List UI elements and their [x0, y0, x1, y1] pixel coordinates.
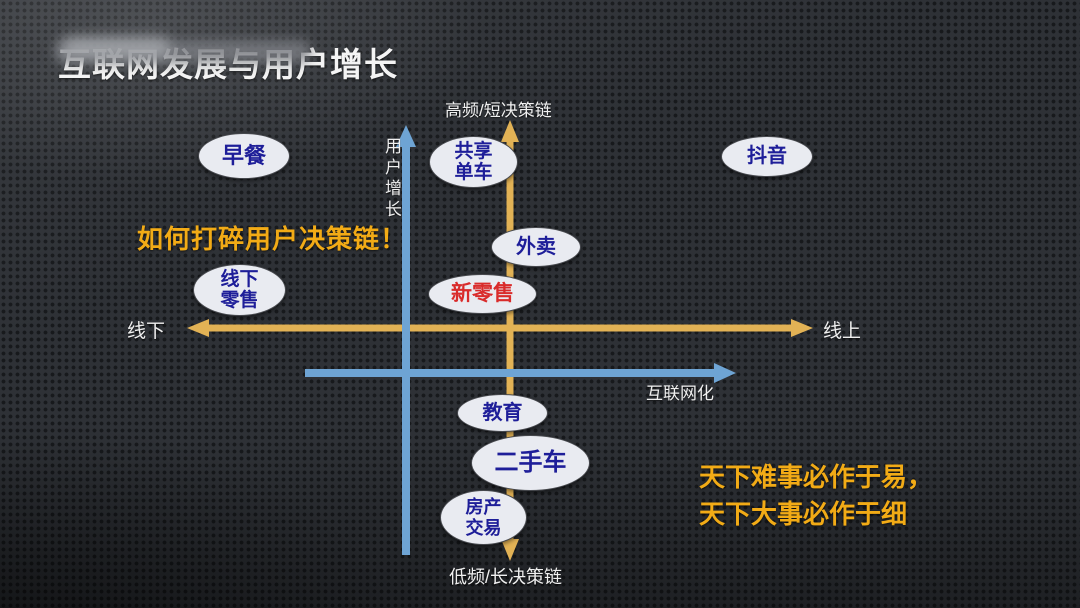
internetization-arrowhead: [714, 363, 736, 383]
vertical-axis-bottom-arrowhead: [501, 539, 519, 561]
annotation-quote-line2: 天下大事必作于细: [699, 499, 908, 529]
bubble-new-retail-label: 新零售: [451, 282, 514, 306]
bubble-douyin: 抖音: [721, 136, 813, 177]
axis-label-bottom: 低频/长决策链: [449, 567, 563, 587]
user-growth-arrowhead: [396, 125, 416, 147]
bubble-breakfast-label: 早餐: [221, 142, 266, 168]
bubble-bike-sharing-label: 共享 单车: [454, 140, 493, 183]
axis-label-top: 高频/短决策链: [445, 101, 552, 120]
bubble-education-label: 教育: [482, 401, 523, 424]
bubble-offline-retail: 线下 零售: [193, 264, 286, 316]
horizontal-axis-left-arrowhead: [187, 319, 209, 337]
vertical-axis-top-arrowhead: [501, 120, 519, 142]
bubble-real-estate: 房产 交易: [440, 490, 527, 545]
bubble-used-cars: 二手车: [471, 435, 590, 491]
bubble-douyin-label: 抖音: [747, 145, 787, 168]
bubble-used-cars-label: 二手车: [494, 448, 567, 476]
annotation-quote: 天下难事必作于易， 天下大事必作于细: [699, 459, 933, 533]
bubble-breakfast: 早餐: [198, 133, 290, 179]
axis-label-offline: 线下: [127, 321, 166, 342]
bubble-food-delivery-label: 外卖: [516, 235, 556, 258]
annotation-quote-line1: 天下难事必作于易，: [699, 462, 934, 492]
bubble-food-delivery: 外卖: [491, 227, 581, 267]
axis-label-internetization: 互联网化: [646, 384, 714, 403]
bubble-education: 教育: [457, 394, 548, 432]
axis-label-online: 线上: [823, 321, 862, 342]
axis-label-user-growth: 用户增长: [382, 137, 401, 221]
bubble-bike-sharing: 共享 单车: [429, 136, 518, 188]
title-blur-smudge-highlight: [62, 37, 170, 58]
bubble-real-estate-label: 房产 交易: [465, 497, 502, 538]
bubble-offline-retail-label: 线下 零售: [220, 268, 259, 311]
annotation-question: 如何打碎用户决策链！: [137, 224, 408, 254]
horizontal-axis-right-arrowhead: [791, 319, 813, 337]
bubble-new-retail: 新零售: [428, 274, 537, 314]
